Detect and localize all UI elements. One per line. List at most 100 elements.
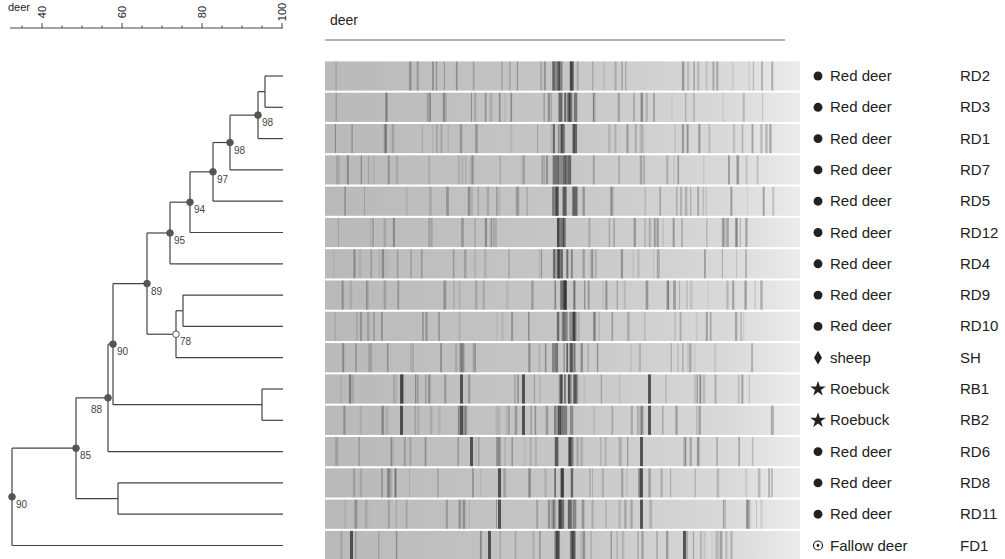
gel-band: [671, 343, 672, 372]
gel-band: [627, 437, 628, 466]
gel-band: [615, 61, 617, 90]
gel-band: [649, 218, 651, 247]
gel-band: [697, 374, 698, 403]
gel-band: [570, 531, 574, 559]
gel-band: [552, 61, 554, 90]
gel-band: [703, 531, 705, 559]
gel-band: [552, 124, 554, 153]
gel-band: [480, 468, 482, 497]
gel-band: [605, 437, 607, 466]
gel-band: [444, 374, 446, 403]
sample-code: RD12: [960, 224, 998, 241]
gel-band: [544, 93, 545, 122]
gel-band: [415, 406, 416, 435]
gel-band: [561, 249, 563, 278]
gel-band: [616, 531, 618, 559]
gel-band: [546, 155, 549, 184]
scale-tick-label: 80: [196, 6, 209, 18]
sample-code: SH: [960, 349, 981, 366]
gel-band: [393, 437, 394, 466]
gel-band: [508, 249, 510, 278]
gel-band: [603, 61, 605, 90]
gel-band: [706, 218, 707, 247]
gel-band: [630, 343, 631, 372]
tree-branch: [12, 448, 76, 449]
gel-band: [496, 187, 498, 216]
gel-band: [512, 437, 513, 466]
species-symbol: [814, 134, 823, 143]
gel-band: [736, 249, 738, 278]
gel-band: [528, 343, 530, 372]
gel-band: [368, 343, 369, 372]
gel-band: [561, 312, 563, 341]
gel-band: [589, 468, 590, 497]
tree-branch: [118, 514, 283, 515]
gel-band: [587, 343, 589, 372]
gel-band: [557, 155, 559, 184]
gel-band: [436, 124, 437, 153]
gel-image: [325, 61, 800, 559]
gel-band: [360, 312, 362, 341]
gel-band: [352, 374, 354, 403]
tree-branch: [230, 115, 258, 116]
gel-band: [745, 218, 747, 247]
gel-band: [678, 281, 680, 310]
gel-band: [528, 312, 530, 341]
gel-band: [644, 218, 646, 247]
gel-band: [640, 500, 643, 529]
gel-band: [685, 437, 687, 466]
gel-band: [436, 61, 437, 90]
scale-tick: [82, 26, 83, 29]
gel-band: [570, 406, 573, 435]
symbol-shape: [814, 351, 822, 365]
gel-band: [750, 500, 751, 529]
species-name: Red deer: [830, 317, 892, 334]
gel-band: [580, 437, 583, 466]
gel-band: [441, 124, 442, 153]
sample-code: RD9: [960, 286, 990, 303]
gel-band: [339, 155, 340, 184]
gel-band: [668, 281, 669, 310]
gel-band: [697, 437, 700, 466]
gel-band: [369, 343, 371, 372]
gel-band: [682, 61, 685, 90]
gel-band: [340, 374, 342, 403]
gel-band: [681, 218, 682, 247]
species-name: Red deer: [830, 224, 892, 241]
gel-band: [511, 93, 513, 122]
gel-band: [712, 61, 714, 90]
gel-band: [501, 61, 503, 90]
gel-band: [425, 437, 427, 466]
gel-band: [573, 312, 577, 341]
gel-band: [653, 93, 655, 122]
gel-band: [504, 437, 505, 466]
gel-band: [496, 312, 498, 341]
gel-band: [539, 249, 541, 278]
gel-band: [431, 218, 433, 247]
gel-band: [558, 124, 560, 153]
gel-band: [730, 187, 732, 216]
gel-band: [686, 531, 688, 559]
gel-band: [571, 468, 573, 497]
gel-band: [422, 124, 423, 153]
symbol-shape: [814, 165, 823, 174]
gel-band: [537, 124, 539, 153]
branch-node-dot: [144, 280, 151, 287]
gel-band: [746, 500, 748, 529]
gel-band: [387, 93, 388, 122]
gel-band: [500, 155, 501, 184]
gel-band: [685, 93, 686, 122]
gel-band: [621, 249, 623, 278]
gel-band: [564, 374, 566, 403]
gel-band: [522, 155, 524, 184]
gel-band: [580, 531, 581, 559]
gel-band: [438, 406, 440, 435]
gel-band: [637, 249, 640, 278]
gel-band: [633, 249, 634, 278]
gel-lane: [325, 312, 800, 341]
gel-band: [621, 61, 622, 90]
gel-band: [560, 281, 563, 310]
gel-band: [574, 124, 577, 153]
gel-band: [735, 312, 737, 341]
gel-band: [716, 61, 718, 90]
